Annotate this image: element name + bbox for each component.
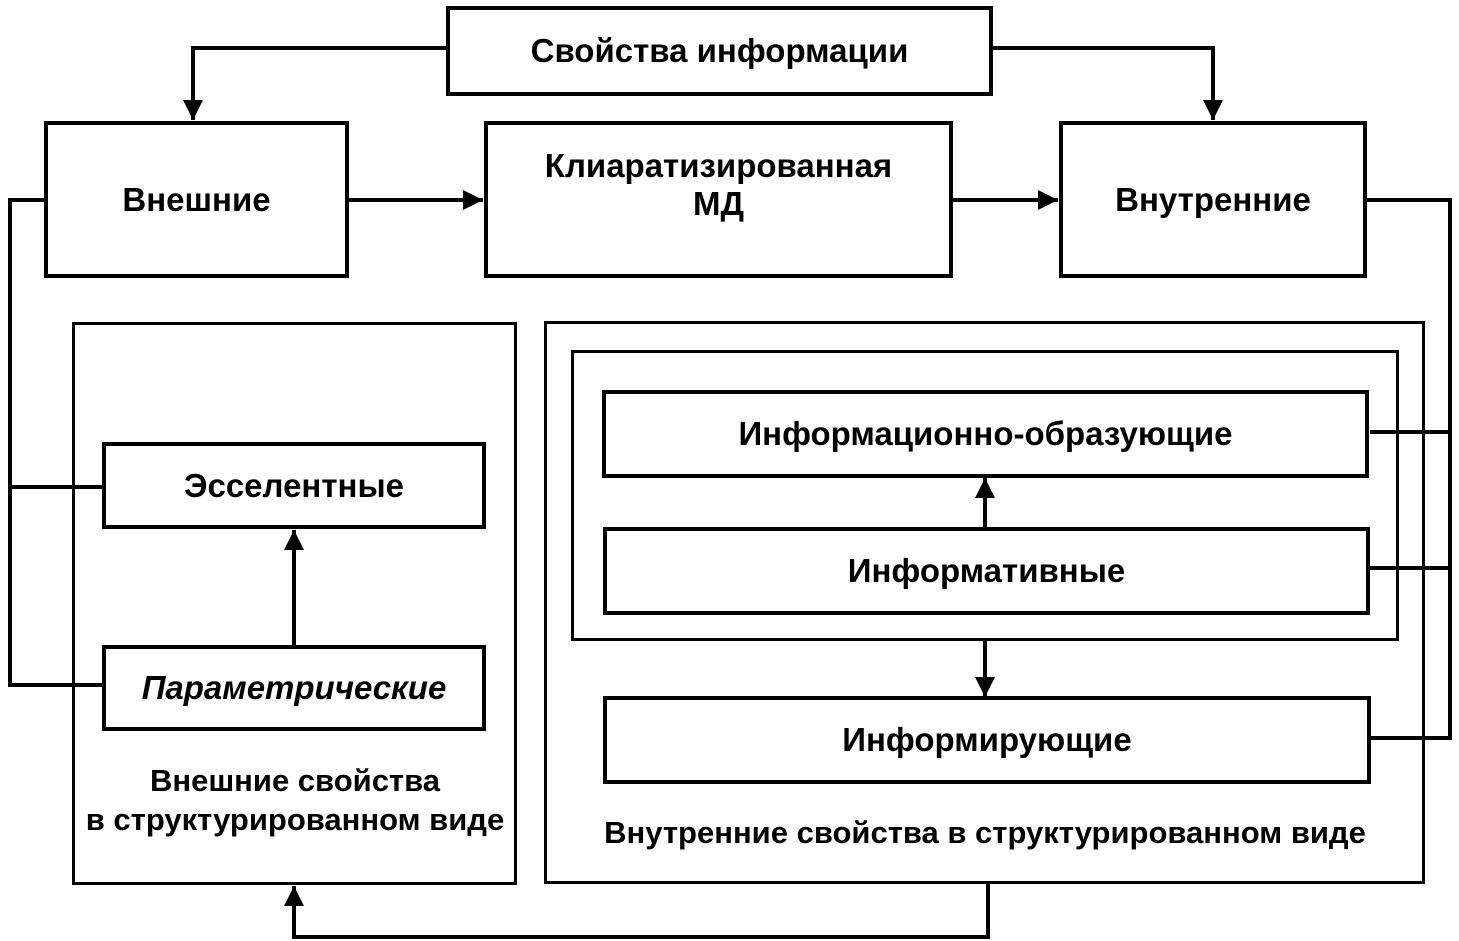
arrow-title-to-external [183,46,446,120]
forming-label: Информационно-образующие [738,415,1233,453]
internal-group-frame [544,321,1425,884]
external-box: Внешние [44,121,349,278]
md-label-line1: Клиаратизированная [544,146,893,184]
external-caption-line2: в структурированном виде [85,801,505,837]
external-group-frame [72,322,517,885]
internal-bus-line [1367,198,1452,740]
external-group-caption: Внешние свойства в структурированном вид… [80,762,510,840]
md-label-line2: МД [693,184,744,222]
internal-caption-text: Внутренние свойства в структурированном … [604,815,1366,850]
arrow-internal-to-external-group [284,883,990,939]
title-label: Свойства информации [530,32,909,70]
arrow-title-to-internal [993,46,1223,120]
external-label: Внешние [122,180,271,218]
informing-box: Информирующие [603,696,1371,784]
external-caption-line1: Внешние свойства [149,763,441,798]
internal-inner-frame [571,350,1399,641]
title-box: Свойства информации [446,6,993,96]
external-bus-line [8,198,103,687]
md-box: Клиаратизированная МД [484,121,953,278]
informative-box: Информативные [603,527,1370,615]
forming-box: Информационно-образующие [602,390,1369,478]
parametric-label: Параметрические [141,669,447,707]
internal-box: Внутренние [1059,121,1367,278]
essential-label: Эсселентные [184,466,404,504]
informative-label: Информативные [847,552,1126,590]
internal-group-caption: Внутренние свойства в структурированном … [560,814,1410,853]
parametric-box: Параметрические [102,645,486,731]
essential-box: Эсселентные [102,442,486,529]
internal-label: Внутренние [1115,180,1311,218]
informing-label: Информирующие [842,721,1132,759]
